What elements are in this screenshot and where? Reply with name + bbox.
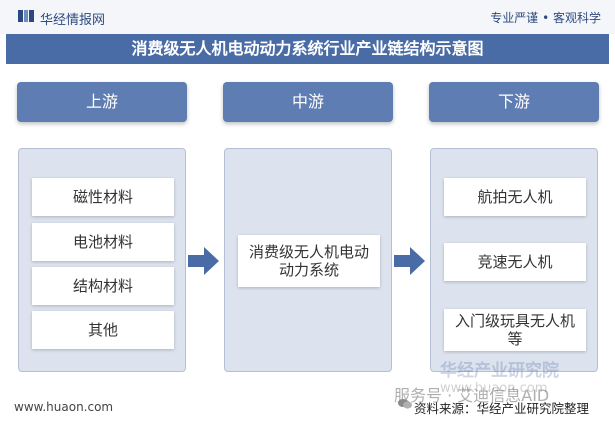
watermark-url: www.huaon.com — [440, 381, 548, 396]
downstream-panel: 航拍无人机 竞速无人机 入门级玩具无人机等 — [430, 148, 598, 372]
midstream-item-power-system: 消费级无人机电动动力系统 — [238, 235, 380, 287]
upstream-item-magnetic: 磁性材料 — [32, 178, 174, 216]
watermark-logo: 华经产业研究院 — [440, 361, 559, 381]
footer-url: www.huaon.com — [14, 400, 114, 414]
downstream-item-aerial: 航拍无人机 — [444, 178, 586, 216]
slogan: 专业严谨 • 客观科学 — [490, 11, 601, 25]
downstream-item-toy: 入门级玩具无人机等 — [444, 309, 586, 351]
stage-downstream-tab: 下游 — [429, 82, 599, 122]
top-bar: 华经情报网 专业严谨 • 客观科学 — [0, 0, 615, 34]
brand-logo-icon — [18, 10, 34, 22]
brand-name: 华经情报网 — [40, 13, 106, 28]
upstream-item-other: 其他 — [32, 311, 174, 349]
diagram-title: 消费级无人机电动动力系统行业产业链结构示意图 — [6, 34, 609, 64]
stage-midstream-tab: 中游 — [223, 82, 393, 122]
wechat-account-mark: 服务号 · 艾迪信息AID — [394, 386, 550, 405]
upstream-item-battery: 电池材料 — [32, 223, 174, 261]
flow-arrow-icon — [188, 247, 219, 275]
downstream-item-racing: 竞速无人机 — [444, 243, 586, 281]
upstream-item-structural: 结构材料 — [32, 267, 174, 305]
flow-arrow-icon — [394, 247, 425, 275]
source-note: 资料来源：华经产业研究院整理 — [414, 401, 590, 416]
wechat-icon — [398, 399, 412, 409]
midstream-panel: 消费级无人机电动动力系统 — [224, 148, 392, 372]
stage-upstream-tab: 上游 — [17, 82, 187, 122]
upstream-panel: 磁性材料 电池材料 结构材料 其他 — [18, 148, 186, 372]
